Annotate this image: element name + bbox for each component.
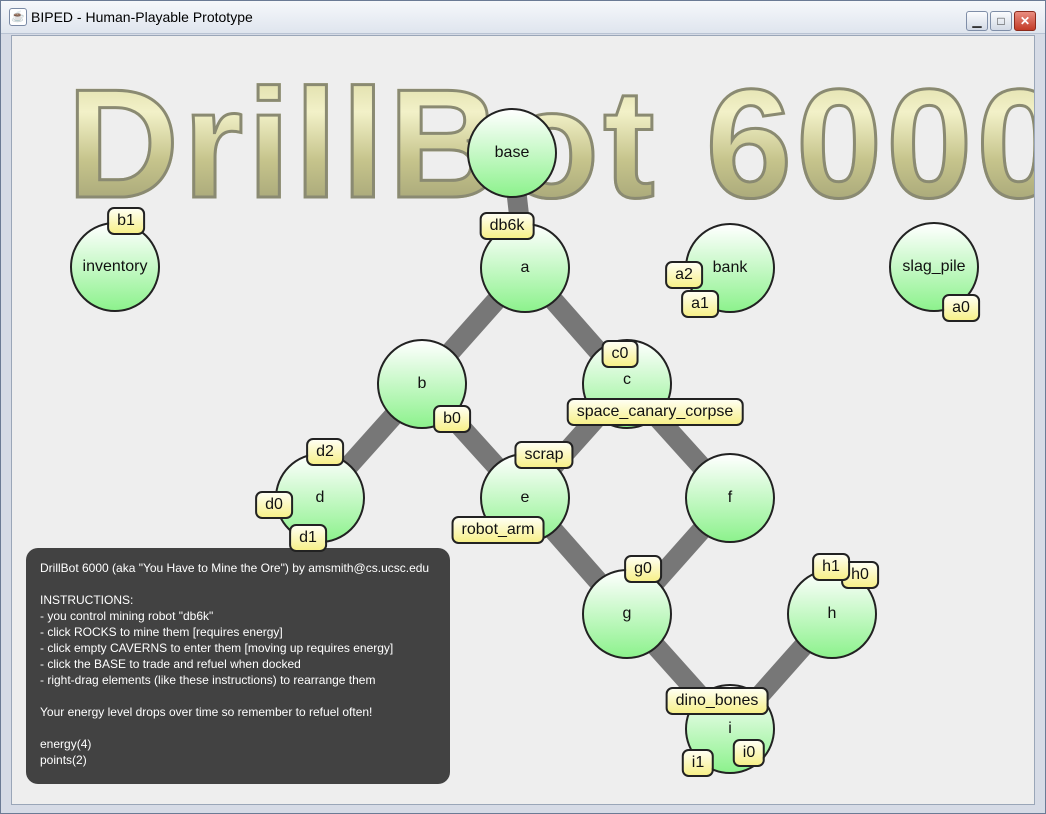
close-icon: ✕ [1019, 14, 1031, 28]
item-a2[interactable]: a2 [665, 261, 703, 289]
item-scrap[interactable]: scrap [514, 441, 574, 469]
title-bar[interactable]: ☕ BIPED - Human-Playable Prototype ▁ □ ✕ [1, 1, 1045, 34]
instructions-section-title: INSTRUCTIONS: [40, 593, 134, 607]
rock-i0[interactable]: i0 [732, 739, 766, 767]
instruction-line: - click empty CAVERNS to enter them [mov… [40, 641, 394, 655]
maximize-icon: □ [997, 14, 1005, 28]
instructions-panel[interactable]: DrillBot 6000 (aka "You Have to Mine the… [26, 548, 450, 784]
rock-b0[interactable]: b0 [433, 405, 471, 433]
node-inventory[interactable]: inventory [70, 222, 160, 312]
instructions-heading: DrillBot 6000 (aka "You Have to Mine the… [40, 561, 430, 575]
minimize-button[interactable]: ▁ [966, 11, 988, 31]
rock-h1[interactable]: h1 [812, 553, 850, 581]
item-a1[interactable]: a1 [681, 290, 719, 318]
instructions-note: Your energy level drops over time so rem… [40, 705, 373, 719]
window-title: BIPED - Human-Playable Prototype [31, 9, 253, 25]
item-dino-bones[interactable]: dino_bones [665, 687, 769, 715]
item-a0[interactable]: a0 [942, 294, 980, 322]
rock-d2[interactable]: d2 [306, 438, 344, 466]
item-robot-arm[interactable]: robot_arm [451, 516, 545, 544]
item-b1[interactable]: b1 [107, 207, 145, 235]
node-g[interactable]: g [582, 569, 672, 659]
instruction-line: - right-drag elements (like these instru… [40, 673, 376, 687]
instruction-line: - you control mining robot "db6k" [40, 609, 214, 623]
rock-d1[interactable]: d1 [289, 524, 327, 552]
rock-c0[interactable]: c0 [601, 340, 639, 368]
rock-i1[interactable]: i1 [681, 749, 715, 777]
node-f[interactable]: f [685, 453, 775, 543]
node-a[interactable]: a [480, 223, 570, 313]
rock-d0[interactable]: d0 [255, 491, 293, 519]
java-app-icon: ☕ [9, 8, 27, 26]
game-canvas[interactable]: DrillBot 6000 base a b c d e f g h [11, 35, 1035, 805]
energy-readout: energy(4) [40, 737, 92, 751]
instruction-line: - click the BASE to trade and refuel whe… [40, 657, 301, 671]
points-readout: points(2) [40, 753, 87, 767]
rock-g0[interactable]: g0 [624, 555, 662, 583]
minimize-icon: ▁ [972, 14, 982, 28]
instruction-line: - click ROCKS to mine them [requires ene… [40, 625, 283, 639]
robot-db6k[interactable]: db6k [479, 212, 535, 240]
maximize-button[interactable]: □ [990, 11, 1012, 31]
close-button[interactable]: ✕ [1014, 11, 1036, 31]
item-space-canary-corpse[interactable]: space_canary_corpse [566, 398, 744, 426]
node-base[interactable]: base [467, 108, 557, 198]
